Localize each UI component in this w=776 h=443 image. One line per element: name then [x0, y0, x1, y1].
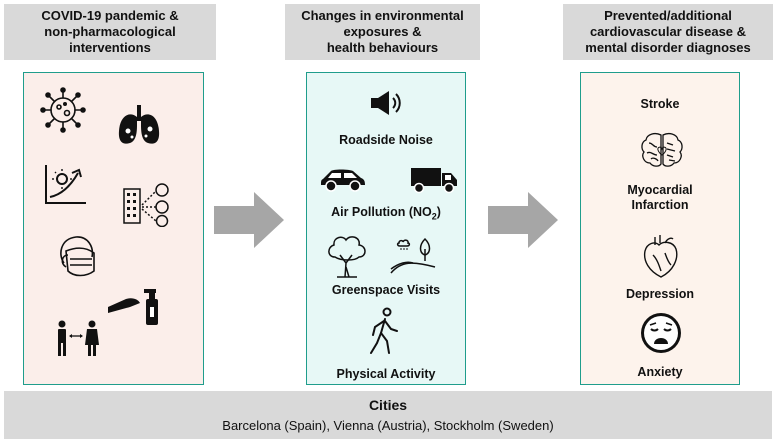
- header-line: non-pharmacological: [44, 24, 176, 39]
- header-line: exposures &: [343, 24, 422, 39]
- exposures-panel: Roadside Noise Air Pollution (NO2) Green…: [306, 72, 466, 385]
- face-mask-icon: [60, 236, 95, 277]
- car-icon: [321, 169, 365, 192]
- header-line: COVID-19 pandemic &: [41, 8, 179, 23]
- header-interventions: COVID-19 pandemic & non-pharmacological …: [4, 4, 216, 60]
- header-line: interventions: [69, 40, 151, 55]
- cities-list: Barcelona (Spain), Vienna (Austria), Sto…: [222, 418, 554, 433]
- mi-line2: Infarction: [631, 198, 689, 212]
- myocardial-infarction-label: Myocardial Infarction: [581, 183, 739, 212]
- rising-chart-icon: [45, 165, 86, 204]
- header-line: Changes in environmental: [301, 8, 464, 23]
- header-exposures: Changes in environmental exposures & hea…: [285, 4, 480, 60]
- anxiety-label: Anxiety: [637, 365, 683, 379]
- building-people-icon: [123, 183, 169, 227]
- air-pollution-text: Air Pollution (NO: [331, 205, 432, 219]
- virus-icon: [40, 87, 86, 133]
- interventions-panel: [23, 72, 204, 385]
- air-pollution-label: Air Pollution (NO2): [307, 205, 465, 222]
- arrow-right-icon: [488, 192, 558, 248]
- walking-person-icon: [370, 307, 398, 354]
- depression-label: Depression: [625, 287, 695, 301]
- header-line: Prevented/additional: [604, 8, 732, 23]
- truck-icon: [411, 168, 457, 194]
- heart-icon: [643, 235, 678, 278]
- mi-line1: Myocardial: [627, 183, 693, 197]
- lungs-icon: [118, 105, 160, 144]
- roadside-noise-label: Roadside Noise: [339, 133, 433, 147]
- air-pollution-close: ): [436, 205, 441, 219]
- header-line: mental disorder diagnoses: [585, 40, 751, 55]
- anxious-face-icon: [641, 313, 681, 353]
- header-line: health behaviours: [326, 40, 439, 55]
- social-distance-icon: [58, 320, 99, 356]
- speaker-icon: [371, 91, 401, 115]
- cities-footer: Cities Barcelona (Spain), Vienna (Austri…: [4, 391, 772, 439]
- greenspace-label: Greenspace Visits: [331, 283, 441, 297]
- tree-icon: [328, 236, 366, 278]
- stroke-label: Stroke: [640, 97, 680, 111]
- hand-sanitizer-icon: [108, 289, 158, 325]
- park-landscape-icon: [390, 237, 436, 274]
- brain-heart-icon: [641, 133, 683, 167]
- cities-title: Cities: [368, 397, 408, 413]
- arrow-right-icon: [214, 192, 284, 248]
- air-pollution-subscript: 2: [431, 211, 437, 222]
- header-line: cardiovascular disease &: [589, 24, 747, 39]
- header-outcomes: Prevented/additional cardiovascular dise…: [563, 4, 773, 60]
- physical-activity-label: Physical Activity: [336, 367, 436, 381]
- outcomes-panel: Stroke Myocardial Infarction Depression …: [580, 72, 740, 385]
